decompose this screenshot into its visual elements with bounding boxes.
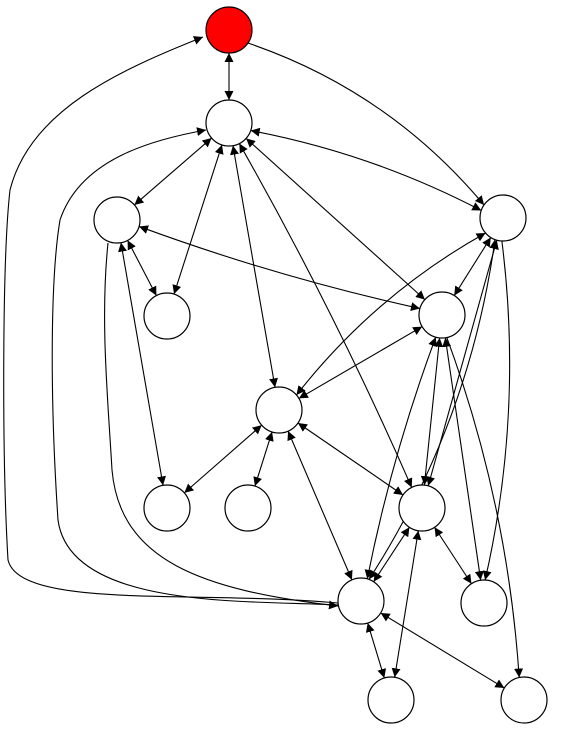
edge-root-n4 [247, 42, 485, 206]
edge-n1-n5 [245, 137, 426, 301]
graph-node-n1 [205, 99, 253, 147]
edge-n6-n8 [253, 431, 274, 487]
graph-node-n7 [143, 484, 191, 532]
edge-n6-n12 [287, 430, 353, 581]
graph-node-n3 [143, 292, 191, 340]
edge-n4-n5 [453, 237, 492, 296]
edge-n9-n13 [391, 530, 422, 678]
edge-n12-root [3, 36, 339, 604]
edge-n1-n4 [250, 127, 482, 211]
edge-n2-n12 [104, 242, 339, 610]
graph-node-n9 [398, 484, 446, 532]
graph-node-n8 [224, 484, 272, 532]
edge-n6-n7 [183, 424, 263, 494]
edge-n2-n3 [127, 240, 157, 296]
graph-node-n10 [460, 579, 508, 627]
edge-n12-n1 [51, 127, 339, 606]
edge-n2-n7 [118, 242, 166, 486]
graph-node-n6 [255, 386, 303, 434]
edge-n5-n15 [446, 337, 524, 678]
edge-n1-n2 [134, 137, 212, 206]
root-node [205, 6, 253, 54]
edge-n5-n10 [442, 337, 484, 581]
edge-n5-n12 [364, 336, 437, 579]
edge-n12-n15 [380, 612, 505, 689]
edge-n4-n10 [482, 240, 511, 581]
nodes-layer [93, 6, 548, 724]
edge-n4-n9 [426, 240, 499, 486]
edge-n9-n12 [373, 526, 410, 583]
edge-n1-n6 [230, 145, 278, 388]
graph-node-n12 [337, 577, 385, 625]
graph-node-n2 [93, 196, 141, 244]
graph-node-n4 [479, 194, 527, 242]
graph-node-n5 [418, 291, 466, 339]
edge-n5-n6 [298, 326, 423, 399]
edge-n9-n10 [434, 526, 472, 585]
graph-node-n15 [500, 676, 548, 724]
edge-n1-n3 [172, 144, 224, 295]
graph-node-n13 [367, 676, 415, 724]
edge-n1-n9 [238, 143, 413, 488]
edge-n12-n13 [365, 622, 387, 679]
edges-layer [3, 36, 524, 689]
edge-n2-n5 [138, 225, 421, 312]
